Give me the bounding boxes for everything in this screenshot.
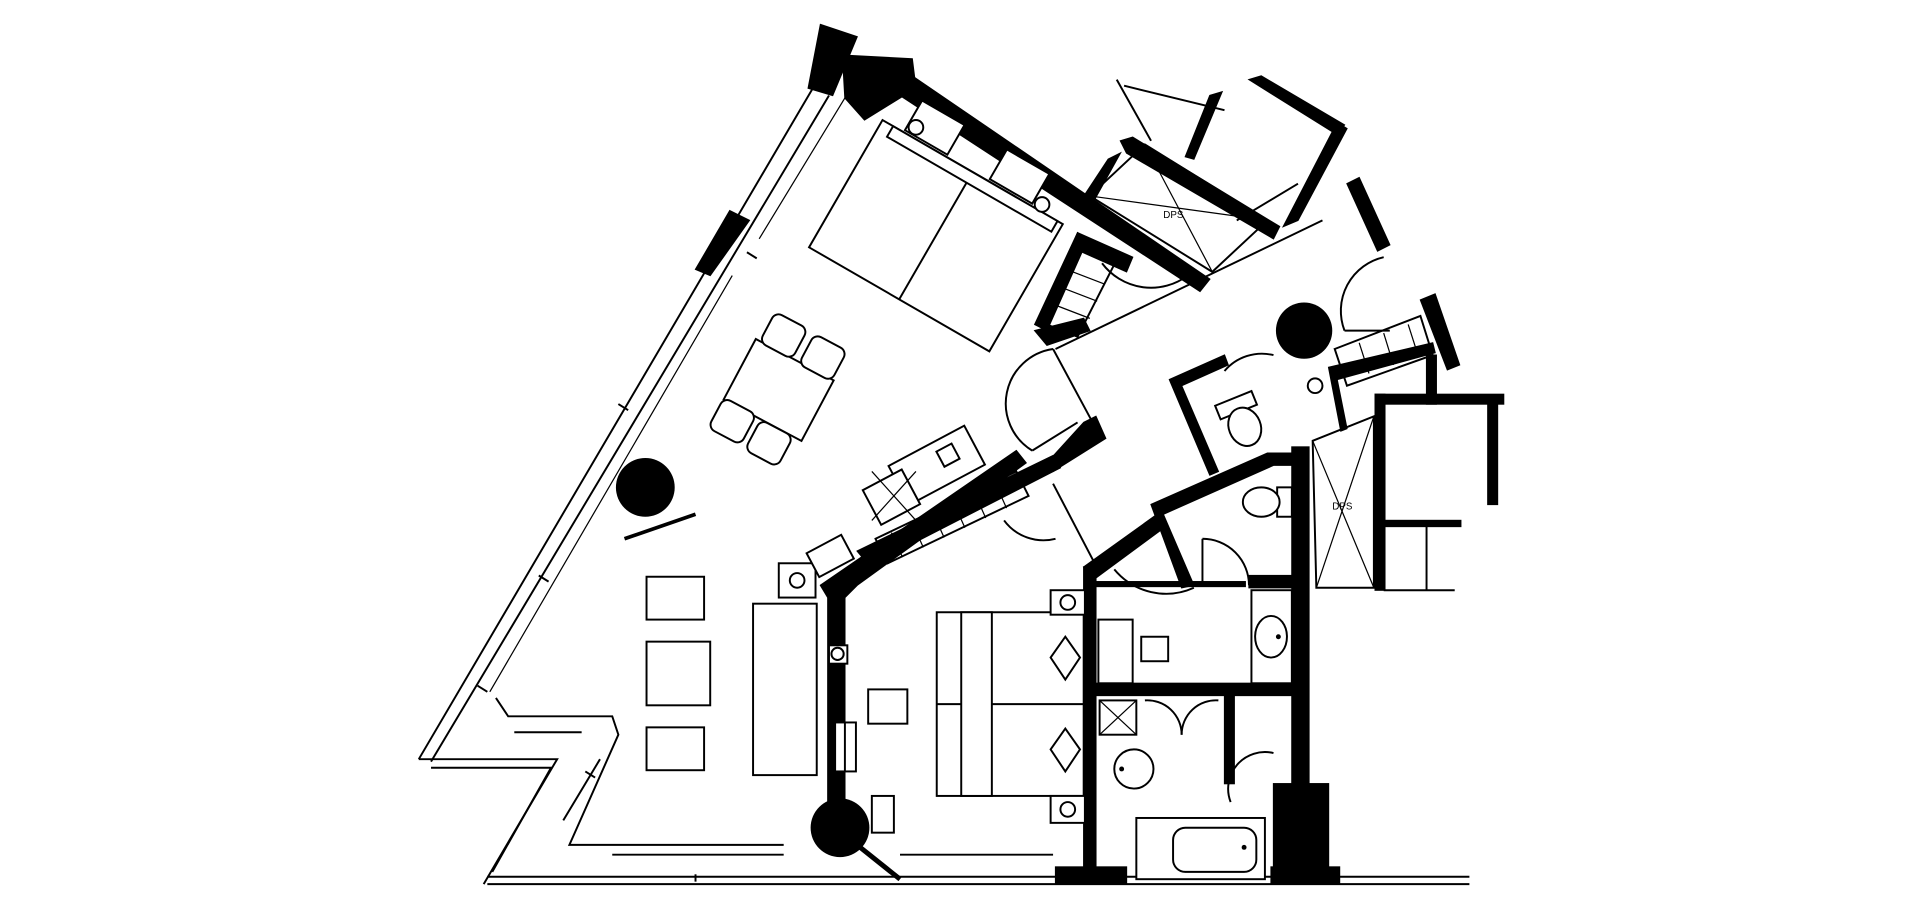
bedroom-furniture	[828, 589, 1086, 834]
bath-mid-wall	[1095, 682, 1299, 697]
toilet-icon	[1213, 389, 1263, 447]
pillow-icon	[1049, 635, 1082, 682]
column-icon	[615, 457, 675, 517]
toilet-icon	[1241, 486, 1293, 518]
west-glazing-inner-a	[758, 97, 846, 240]
dps-shaft-lower: DPS	[1311, 414, 1375, 589]
upper-wc-right-wall	[1327, 342, 1436, 432]
closet-wall-side	[1033, 231, 1089, 332]
wardrobe	[874, 470, 1030, 565]
east-wall-e	[1374, 393, 1386, 591]
column-icon	[1275, 302, 1333, 359]
corridor-top	[1055, 219, 1323, 350]
basin-icon	[1140, 635, 1170, 663]
dps-label-lower: DPS	[1332, 501, 1353, 512]
corridor-wall-a	[1046, 415, 1107, 473]
lamp-icon	[830, 646, 845, 661]
bath-upper-wall	[1095, 581, 1246, 588]
lamp-icon	[1033, 196, 1051, 213]
corridor-wall-b	[1033, 317, 1091, 347]
sill-b	[562, 758, 601, 821]
shaft-wall-left	[1076, 151, 1122, 209]
closet-wall	[856, 454, 1062, 567]
dps-shaft-upper: DPS	[1088, 143, 1269, 274]
tv-icon	[805, 533, 856, 579]
shaft-wall-top	[1119, 136, 1281, 240]
bathroom-fixtures	[1097, 377, 1324, 881]
doors	[1003, 256, 1390, 803]
north-corner-block	[841, 54, 917, 121]
door-swing-icon	[1004, 348, 1054, 452]
table-icon	[722, 337, 835, 443]
sw-notch	[418, 758, 559, 885]
dps-label-upper: DPS	[1163, 210, 1184, 221]
lamp-icon	[907, 119, 925, 136]
desk-icon	[887, 424, 987, 507]
lamp-icon	[788, 572, 806, 589]
drain-icon	[1306, 377, 1324, 395]
corridor-edge	[1052, 348, 1097, 430]
door-swing-icon	[1227, 751, 1274, 803]
west-glazing-mid	[430, 95, 830, 763]
west-glazing-inner-b	[489, 275, 733, 693]
sink-icon	[1113, 748, 1155, 790]
east-wall-a	[1346, 176, 1391, 252]
door-swing-icon	[1003, 519, 1056, 542]
column-icon	[810, 798, 870, 858]
east-wall-d	[1374, 393, 1505, 405]
wardrobe	[1333, 314, 1434, 387]
living-furniture	[645, 99, 1065, 777]
door-swing-icon	[1113, 568, 1195, 595]
door-swing-icon	[1202, 537, 1250, 586]
counter-icon	[1097, 618, 1134, 685]
column-bar	[623, 512, 697, 541]
living-inner-edge	[495, 697, 784, 846]
chair-icon	[709, 313, 846, 466]
door-swing-icon	[1180, 699, 1219, 735]
east-wall-b	[1419, 293, 1461, 371]
sink-icon	[1254, 614, 1288, 659]
west-glazing-outer	[417, 85, 816, 760]
column-bar	[855, 842, 902, 882]
bedroom-ne-wall	[1082, 513, 1167, 579]
wc-wall-upper	[1150, 452, 1299, 589]
chair-icon	[861, 468, 922, 527]
window-ticks	[477, 251, 758, 882]
shaft-wall-top-right	[1247, 75, 1346, 136]
bath-se-block	[1272, 783, 1330, 883]
shaft-wall-mid	[1184, 90, 1224, 160]
bed-icon	[807, 99, 1065, 353]
sw-notch-inner	[431, 766, 553, 873]
upper-wc-wall	[1168, 354, 1229, 476]
pillow-icon	[1049, 726, 1082, 774]
stool-icon	[870, 794, 895, 834]
coffee-table-icon	[645, 640, 712, 707]
shaft-line	[1236, 182, 1299, 222]
door-swing-icon	[1144, 699, 1183, 735]
shaft-wall-right	[1281, 121, 1348, 228]
lamp-icon	[1059, 801, 1077, 818]
armchair-icon	[645, 726, 706, 772]
wardrobes	[874, 243, 1434, 565]
columns	[615, 302, 1333, 882]
door-swing-icon	[1223, 352, 1274, 372]
armchair-icon	[645, 575, 706, 621]
door-swing-icon	[1339, 256, 1384, 331]
shaft-edge-a	[1115, 79, 1152, 142]
ottoman-icon	[867, 688, 909, 725]
bedroom-entry-edge	[1052, 483, 1097, 567]
sofa-icon	[752, 602, 818, 777]
interior-walls	[819, 75, 1505, 883]
east-wall-f	[1487, 403, 1499, 506]
bath-corner-block	[1248, 574, 1299, 589]
east-ledge	[1376, 519, 1462, 528]
lamp-icon	[1059, 594, 1077, 611]
top-left-corner	[807, 23, 858, 97]
wardrobe	[1045, 243, 1119, 338]
door-leaf	[1031, 421, 1079, 452]
